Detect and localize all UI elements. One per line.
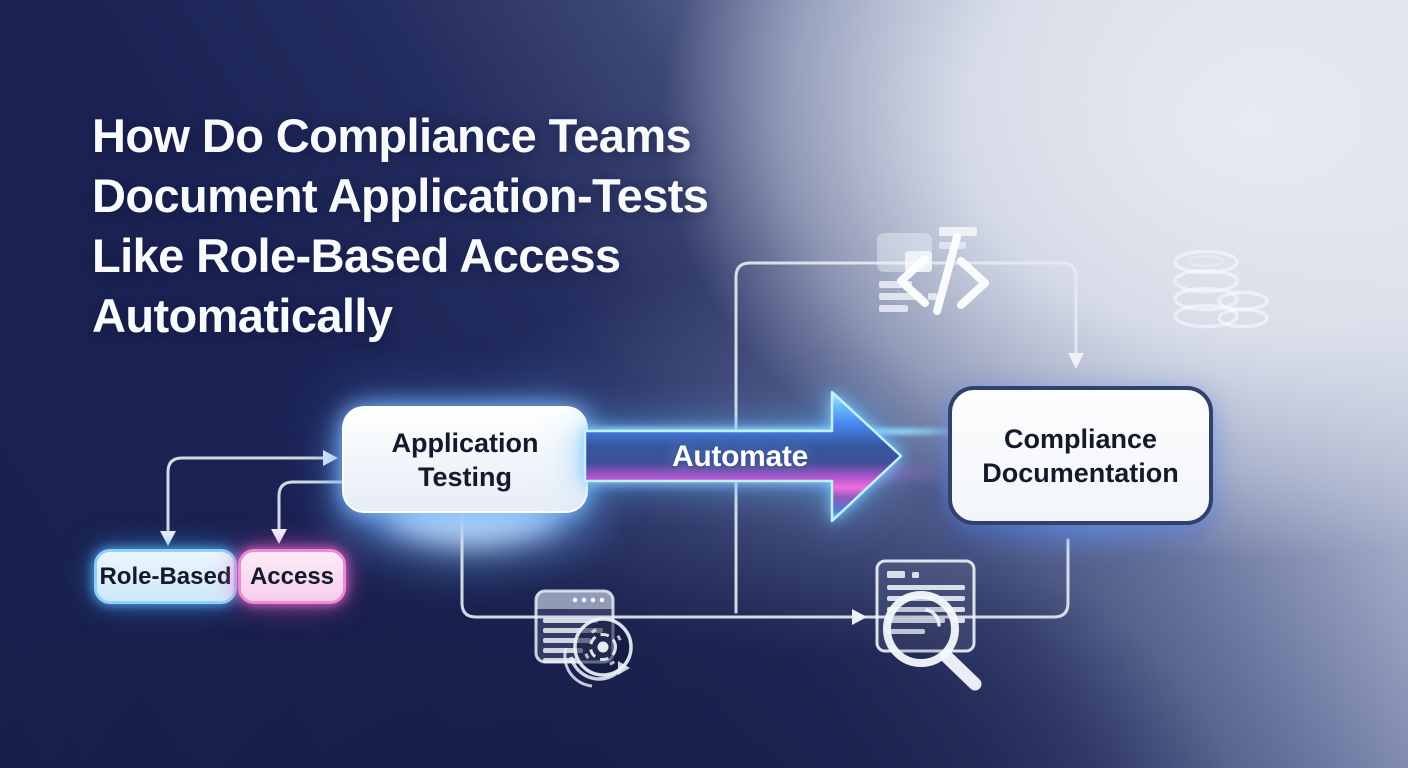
automate-arrow-label: Automate [672, 440, 808, 473]
node-role-based-label: Role-Based [99, 562, 232, 590]
code-icon [877, 227, 989, 315]
node-compliance-documentation-line-2: Documentation [982, 457, 1179, 488]
title-line-4: Automatically [92, 289, 393, 342]
node-compliance-documentation: Compliance Documentation [948, 386, 1213, 525]
node-application-testing-line-1: Application [391, 427, 539, 458]
node-access-label: Access [249, 562, 335, 590]
connector-access [277, 480, 346, 533]
node-access: Access [238, 549, 346, 604]
title-line-3: Like Role-Based Access [92, 229, 621, 282]
connector-role-based [166, 456, 325, 535]
connector-bottom-route [460, 509, 1070, 619]
title-line-2: Document Application-Tests [92, 169, 709, 222]
node-application-testing: Application Testing [342, 406, 588, 513]
page-title: How Do Compliance Teams Document Applica… [92, 106, 812, 346]
title-line-1: How Do Compliance Teams [92, 109, 692, 162]
arrowhead-into-document-search [852, 609, 867, 625]
coins-icon [1173, 249, 1269, 329]
node-role-based: Role-Based [94, 549, 237, 604]
arrowhead-into-access [271, 529, 287, 544]
node-compliance-documentation-line-1: Compliance [1003, 423, 1158, 454]
node-application-testing-line-2: Testing [418, 461, 512, 492]
arrowhead-into-compliance-top [1068, 353, 1084, 369]
document-search-icon [875, 559, 982, 691]
arrowhead-into-application-testing [323, 450, 338, 466]
browser-scan-icon [534, 589, 633, 688]
arrowhead-into-role-based [160, 531, 176, 546]
